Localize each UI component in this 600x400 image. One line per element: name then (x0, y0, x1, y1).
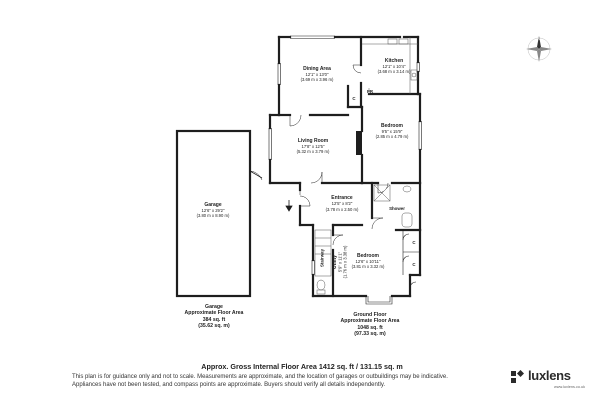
utility-metric: (1.76 m x 3.38 m) (343, 245, 348, 278)
utility-fixtures (314, 229, 332, 295)
ground-area-label: Ground Floor Approximate Floor Area 1048… (320, 312, 420, 338)
room-labels: Kitchen 12'1" x 10'4" (3.68 m x 3.14 m) … (197, 58, 417, 278)
shower-fixtures (373, 184, 413, 228)
living-metric: (5.32 m x 3.79 m) (297, 149, 330, 154)
dining-metric: (3.69 m x 3.96 m) (301, 77, 334, 82)
cupboard-label-1: C (352, 96, 356, 101)
entrance-imperial: 12'5" x 8'2" (332, 201, 353, 206)
windows (268, 35, 422, 305)
total-area: Approx. Gross Internal Floor Area 1412 s… (201, 362, 403, 371)
stairway-label: Stairway (320, 248, 325, 267)
door-swings (289, 64, 389, 246)
utility-name: Utility (332, 255, 338, 269)
disclaimer-line-1: This plan is for guidance only and not t… (72, 374, 448, 380)
brand-mark-icon (511, 370, 524, 383)
garage-area-metric: (35.62 sq. m) (198, 323, 230, 330)
garage-area-imperial: 384 sq. ft (202, 316, 226, 323)
bedroom2-metric: (3.81 m x 3.32 m) (352, 264, 385, 269)
bedroom2-cupboards (402, 230, 420, 289)
floor-plan: Kitchen 12'1" x 10'4" (3.68 m x 3.14 m) … (175, 35, 422, 305)
bedroom1-metric: (2.85 m x 4.79 m) (376, 134, 409, 139)
bedroom2-imperial: 12'6" x 10'11" (356, 259, 381, 264)
ground-area-title: Ground Floor (353, 312, 387, 318)
pr-label: PR (367, 89, 374, 94)
ground-area-imperial: 1048 sq. ft (357, 324, 383, 331)
entrance-arrow (285, 200, 293, 212)
brand-name: luxlens (528, 368, 571, 383)
garage-structure (175, 129, 263, 298)
kitchen-fixtures (362, 37, 418, 94)
kitchen-name: Kitchen (385, 58, 403, 64)
compass-north: N (538, 37, 541, 41)
garage-imperial: 12'6" x 29'2" (202, 208, 225, 213)
garage-area-label: Garage Approximate Floor Area 384 sq. ft… (168, 304, 260, 330)
bedroom2-name: Bedroom (357, 253, 380, 259)
garage-area-subtitle: Approximate Floor Area (184, 310, 244, 317)
dining-imperial: 12'1" x 13'0" (306, 72, 329, 77)
kitchen-metric: (3.68 m x 3.14 m) (378, 69, 411, 74)
fireplace (356, 131, 362, 155)
living-imperial: 17'8" x 12'5" (302, 144, 325, 149)
garage-area-title: Garage (205, 304, 223, 310)
dining-name: Dining Area (303, 66, 331, 72)
garage-name: Garage (204, 202, 221, 208)
living-name: Living Room (298, 138, 329, 144)
ground-area-subtitle: Approximate Floor Area (340, 318, 400, 325)
entrance-metric: (3.78 m x 2.50 m) (326, 207, 359, 212)
entrance-name: Entrance (331, 195, 353, 201)
bedroom1-imperial: 9'5" x 15'9" (382, 129, 403, 134)
house-walls (268, 35, 422, 298)
disclaimer-line-2: Appliances have not been tested, and com… (72, 382, 386, 388)
kitchen-imperial: 12'1" x 10'4" (383, 64, 406, 69)
cupboard-label-2: C (412, 240, 416, 245)
bedroom1-name: Bedroom (381, 123, 404, 129)
shower-label: Shower (389, 206, 405, 211)
cupboard-label-3: C (412, 262, 416, 267)
ground-area-metric: (97.33 sq. m) (354, 331, 386, 338)
garage-metric: (3.80 m x 8.90 m) (197, 213, 230, 218)
utility-imperial: 5'9" x 11'1" (338, 251, 343, 272)
brand-url: www.luxlens.co.uk (554, 385, 586, 389)
disclaimer: This plan is for guidance only and not t… (72, 373, 512, 389)
compass-icon: N (526, 36, 552, 62)
